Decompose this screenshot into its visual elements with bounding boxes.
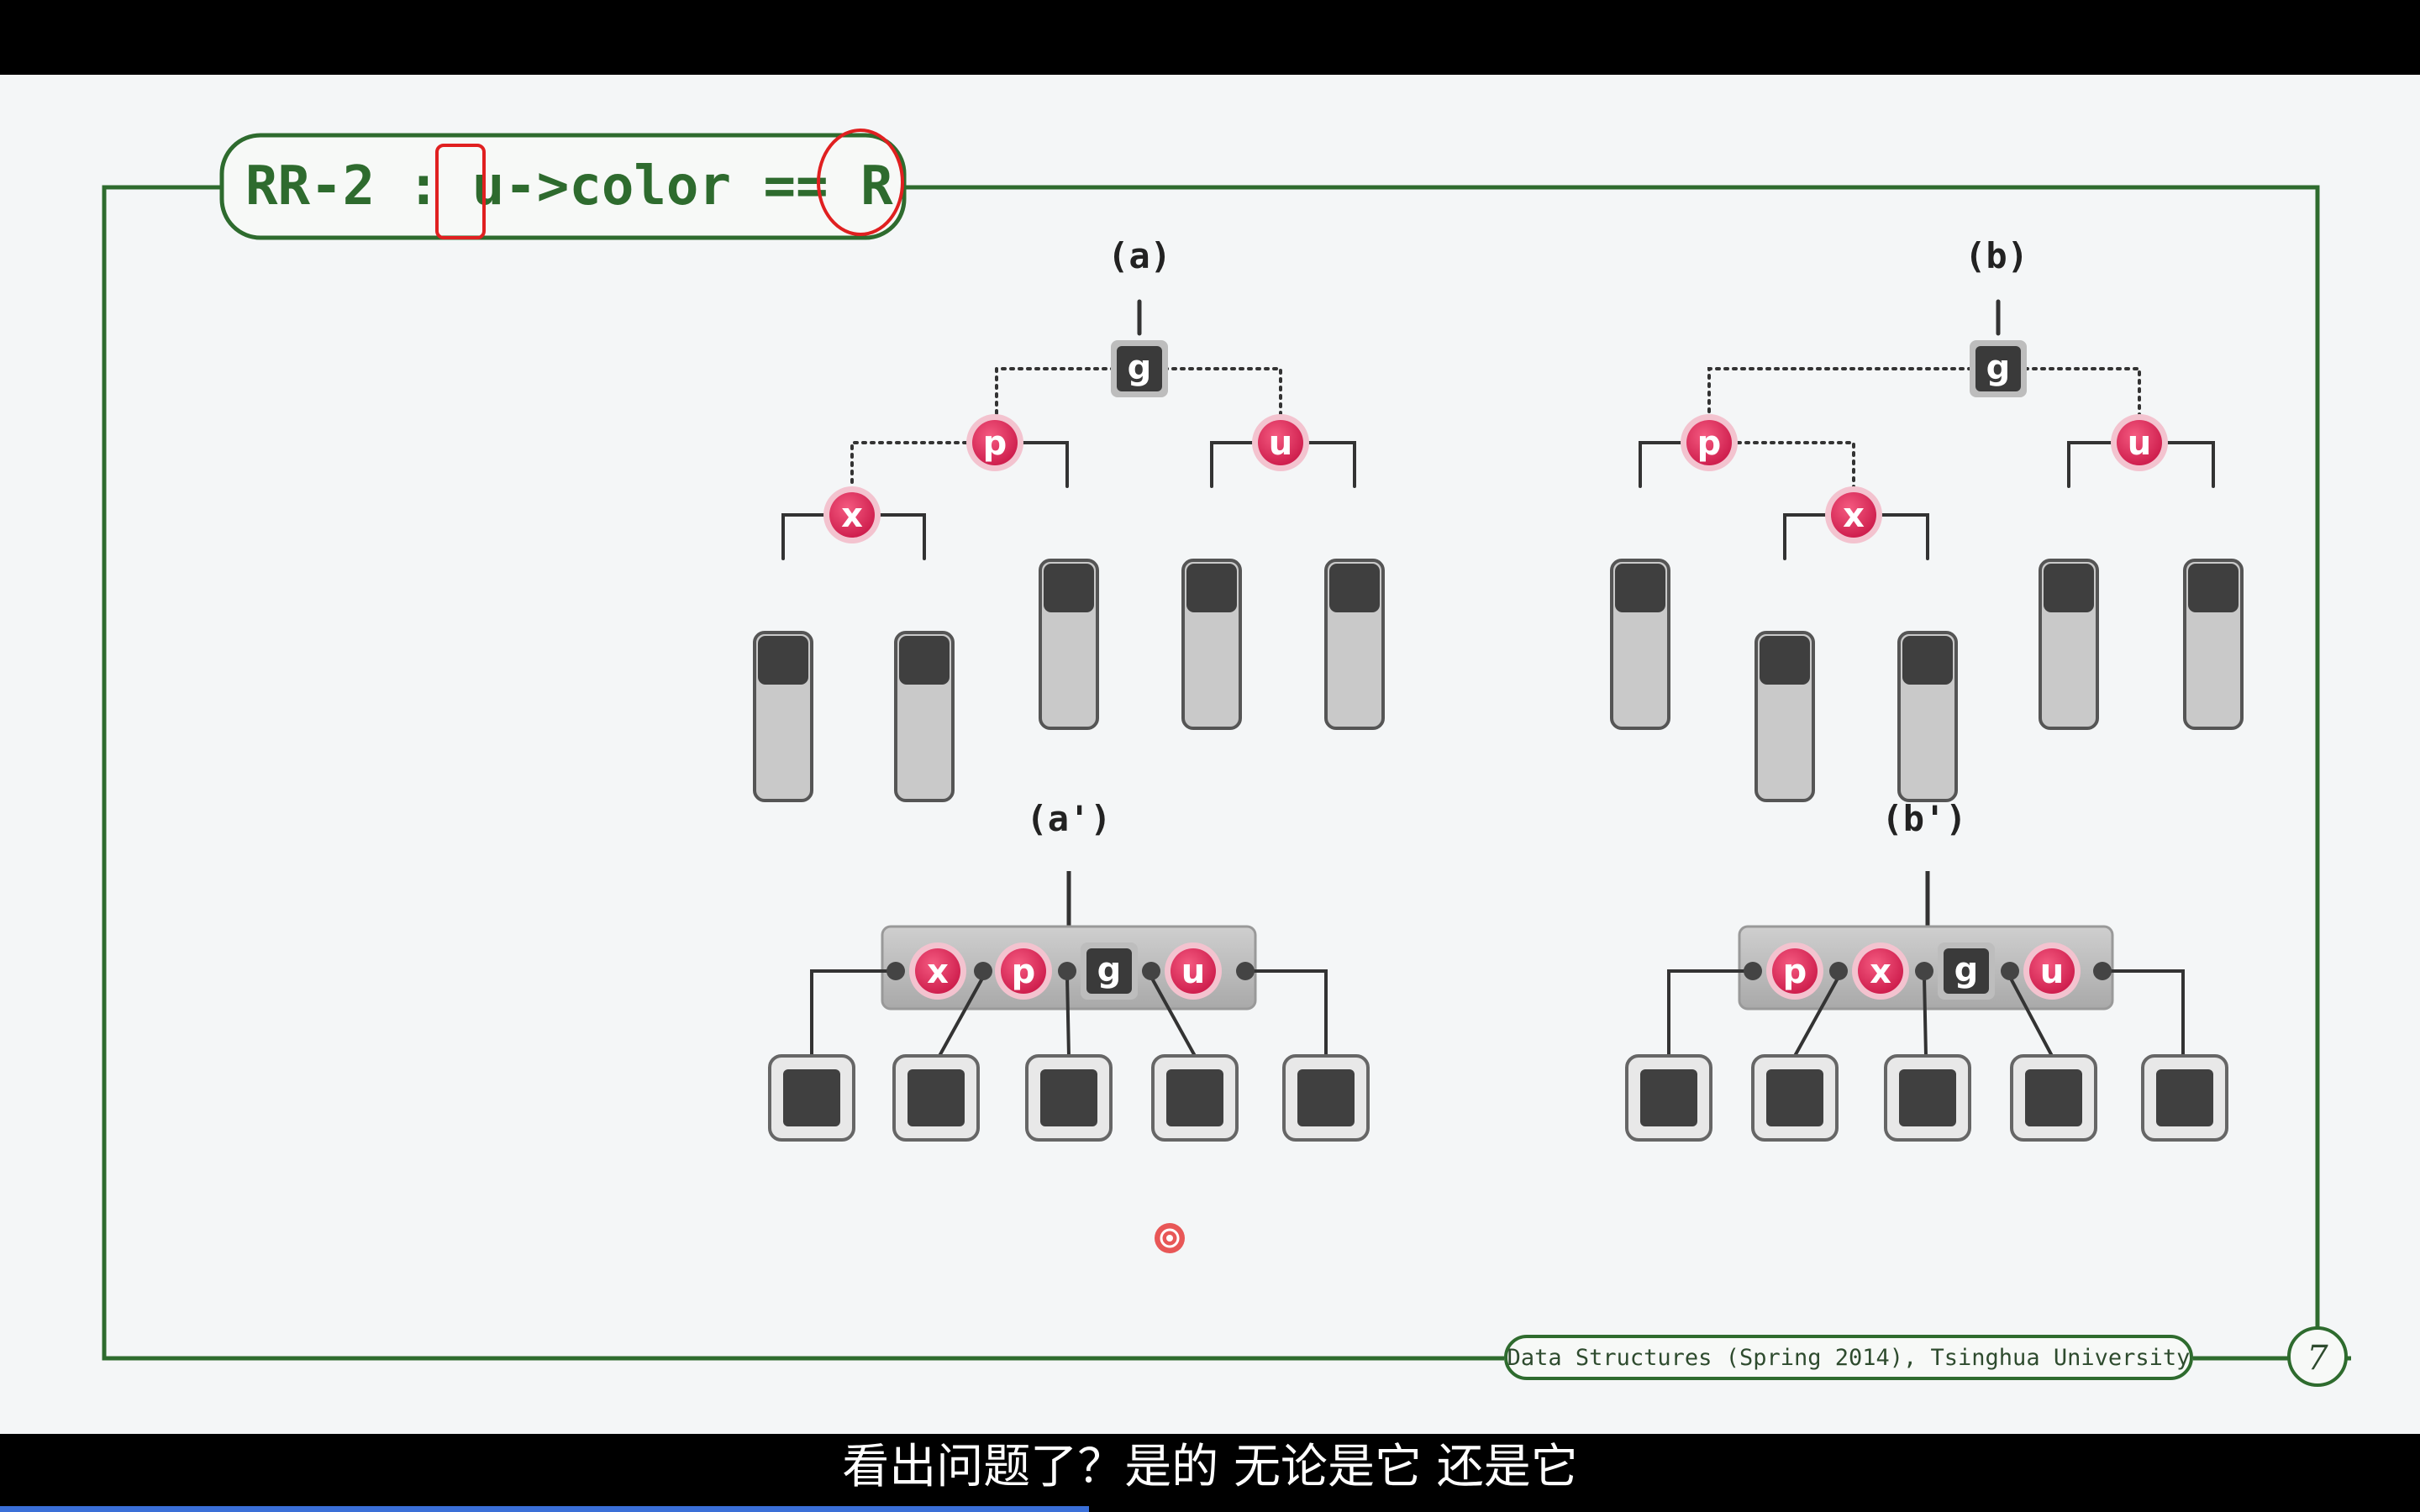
node-g-a-prime: g (1081, 942, 1138, 1000)
subtree-b-1 (1610, 559, 1670, 730)
subtitle: 看出问题了？是的 无论是它 还是它 (842, 1440, 1578, 1494)
external-node-b-4 (2010, 1054, 2097, 1142)
subtree-a-3 (1039, 559, 1099, 730)
video-progress-bar[interactable] (0, 1506, 1089, 1512)
node-p-b-label: p (1697, 424, 1722, 463)
node-x-b-prime: x (1852, 942, 1909, 1000)
subtree-b-4 (2039, 559, 2099, 730)
footer-text: Data Structures (Spring 2014), Tsinghua … (1507, 1345, 2191, 1371)
link-dot-b-1 (1744, 962, 1762, 980)
link-dot-a-4 (1142, 962, 1160, 980)
subtree-a-1 (753, 631, 813, 802)
node-g-b: g (1970, 340, 2027, 397)
node-x-a-prime-label: x (927, 953, 949, 991)
node-x-a: x (823, 486, 881, 543)
node-g-a-prime-label: g (1097, 951, 1122, 990)
subtree-a-2 (894, 631, 955, 802)
node-u-a-prime: u (1165, 942, 1222, 1000)
node-p-b-prime: p (1766, 942, 1823, 1000)
external-node-b-3 (1884, 1054, 1971, 1142)
link-dot-b-2 (1829, 962, 1848, 980)
footer-pill (1504, 1335, 2193, 1380)
title-op: ->color == (504, 155, 860, 218)
node-x-b: x (1825, 486, 1882, 543)
node-g-b-label: g (1986, 349, 2011, 387)
node-u-b-prime-label: u (2040, 953, 2064, 991)
node-p-a: p (966, 414, 1023, 471)
node-g-b-prime-label: g (1954, 951, 1979, 990)
slide-diagram: RR-2 : u->color == R Data Structures (Sp… (102, 129, 2351, 1387)
link-dot-b-4 (2001, 962, 2019, 980)
node-p-b-prime-label: p (1783, 953, 1807, 991)
label-b: (b) (1965, 235, 2028, 276)
node-p-a-prime: p (995, 942, 1052, 1000)
node-u-b-prime: u (2023, 942, 2081, 1000)
subtree-b-2 (1754, 631, 1815, 802)
label-b-prime: (b') (1881, 798, 1966, 839)
nodes-layer: g p u x g p u x x p g u p x g u (753, 340, 2244, 1142)
page-number-circle (2287, 1326, 2348, 1387)
external-node-b-5 (2141, 1054, 2228, 1142)
subtree-b-3 (1897, 631, 1958, 802)
node-u-a-prime-label: u (1181, 953, 1205, 991)
link-dot-b-3 (1915, 962, 1933, 980)
external-node-a-4 (1151, 1054, 1239, 1142)
subtree-a-4 (1181, 559, 1242, 730)
page-number: 7 (2307, 1339, 2328, 1378)
title-prefix: RR-2 : (245, 155, 472, 218)
external-node-b-2 (1751, 1054, 1839, 1142)
pointer-marker (1155, 1223, 1185, 1253)
slide: RR-2 : u->color == R Data Structures (Sp… (0, 75, 2420, 1434)
node-g-a: g (1111, 340, 1168, 397)
node-u-a-label: u (1269, 424, 1292, 463)
subtree-a-5 (1324, 559, 1385, 730)
node-x-b-prime-label: x (1870, 953, 1891, 991)
link-dot-a-3 (1058, 962, 1076, 980)
node-u-b: u (2111, 414, 2168, 471)
node-p-b: p (1681, 414, 1738, 471)
slide-frame (102, 185, 2351, 1361)
label-a: (a) (1107, 235, 1171, 276)
subtree-b-5 (2183, 559, 2244, 730)
node-x-b-label: x (1843, 496, 1865, 535)
title-val: R (860, 155, 893, 218)
external-node-a-2 (892, 1054, 980, 1142)
external-node-a-3 (1025, 1054, 1113, 1142)
slide-title: RR-2 : u->color == R (245, 155, 893, 218)
node-u-b-label: u (2128, 424, 2151, 463)
node-p-a-prime-label: p (1012, 953, 1036, 991)
subtitle-bar (0, 1434, 2420, 1512)
link-dot-a-1 (886, 962, 905, 980)
node-p-a-label: p (983, 424, 1007, 463)
external-node-a-1 (768, 1054, 855, 1142)
link-dot-a-2 (974, 962, 992, 980)
title-pill (219, 133, 907, 240)
link-dot-a-5 (1236, 962, 1255, 980)
link-dot-b-5 (2093, 962, 2112, 980)
title-var: u (472, 155, 505, 218)
node-x-a-label: x (841, 496, 863, 535)
external-node-b-1 (1625, 1054, 1712, 1142)
node-u-a: u (1252, 414, 1309, 471)
node-g-b-prime: g (1938, 942, 1995, 1000)
node-x-a-prime: x (909, 942, 966, 1000)
node-g-a-label: g (1128, 349, 1152, 387)
label-a-prime: (a') (1026, 798, 1111, 839)
annotation-circle (817, 129, 904, 236)
external-node-a-5 (1282, 1054, 1370, 1142)
annotation-box (435, 144, 486, 239)
